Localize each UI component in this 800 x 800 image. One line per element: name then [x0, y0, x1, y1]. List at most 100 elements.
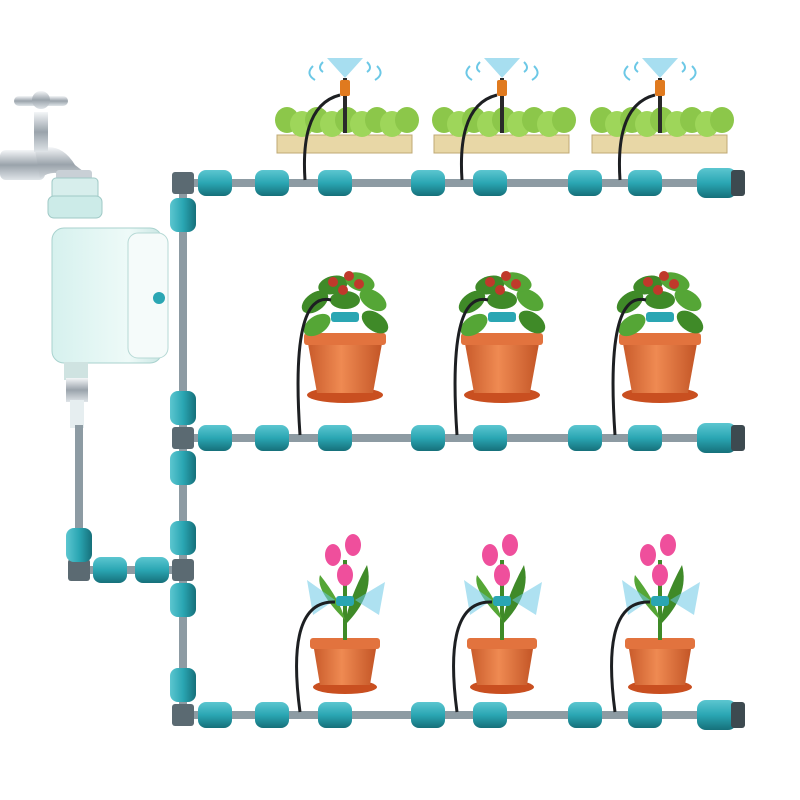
drip-tube: [295, 600, 336, 713]
pipe-connector: [255, 170, 289, 196]
drip-tube: [296, 297, 332, 436]
berry: [344, 271, 354, 281]
planter-tray: [433, 134, 570, 154]
pipe-segment: [79, 566, 183, 574]
end-cap: [697, 423, 737, 453]
pipe-connector: [411, 425, 445, 451]
pipe-connector: [66, 528, 92, 562]
pipe-connector: [170, 668, 196, 702]
pipe-tee: [172, 704, 194, 726]
leaf: [476, 575, 502, 620]
leaf: [645, 291, 675, 309]
timer-button-icon: [153, 292, 165, 304]
drip-stake-icon: [646, 312, 674, 322]
water-spray: [327, 58, 363, 78]
pipe-connector: [568, 170, 602, 196]
leaf: [518, 310, 546, 334]
end-cap-plug: [731, 702, 745, 728]
pipe-tee: [172, 427, 194, 449]
potted-flower: [301, 271, 389, 403]
pipe-connector: [198, 170, 232, 196]
pipe-segment: [183, 711, 740, 719]
lettuce-planter: [432, 58, 576, 154]
drip-tube: [453, 297, 489, 436]
leaf: [359, 288, 387, 312]
pipe-connector: [411, 702, 445, 728]
drip-tube: [459, 93, 498, 181]
pot-rim: [310, 638, 380, 649]
pipe-connector: [473, 170, 507, 196]
water-mist: [307, 580, 385, 615]
lettuce-leaf: [710, 107, 734, 133]
spray-nozzle-icon: [497, 80, 507, 96]
pipe-connector: [170, 451, 196, 485]
pipe-connector: [198, 425, 232, 451]
leaf: [361, 310, 389, 334]
leaf: [676, 310, 704, 334]
planter-tray: [591, 134, 728, 154]
pipe-connector: [411, 170, 445, 196]
pot: [307, 338, 383, 393]
drip-tube: [452, 600, 493, 713]
pipe-connector: [318, 425, 352, 451]
lettuce-planter: [590, 58, 734, 154]
tulip-bloom: [660, 534, 676, 556]
potted-tulip: [464, 534, 542, 694]
tulip-bloom: [482, 544, 498, 566]
potted-flower: [616, 271, 704, 403]
planter-tray: [276, 134, 413, 154]
tulip-bloom: [494, 564, 510, 586]
pipe-connector: [93, 557, 127, 583]
leaf: [460, 313, 488, 337]
tulip-bloom: [502, 534, 518, 556]
pipe-connector: [255, 425, 289, 451]
water-timer: [47, 177, 169, 428]
spray-nozzle-icon: [655, 80, 665, 96]
plant-rows: [275, 58, 734, 713]
pipe-connector: [318, 170, 352, 196]
pot-rim: [304, 333, 386, 345]
pipe-connector: [170, 198, 196, 232]
end-cap-plug: [731, 425, 745, 451]
berry: [511, 279, 521, 289]
pipe-connector: [473, 425, 507, 451]
potted-flower: [458, 271, 546, 403]
leaf: [674, 288, 702, 312]
spray-arc: [465, 61, 539, 81]
drip-tube: [302, 93, 341, 181]
lettuce-planter: [275, 58, 419, 154]
berry: [354, 279, 364, 289]
end-cap-plug: [731, 170, 745, 196]
tulip-bloom: [337, 564, 353, 586]
leaf: [303, 313, 331, 337]
pipe-tee: [68, 559, 90, 581]
pipe-connector: [568, 425, 602, 451]
berry: [669, 279, 679, 289]
pipe-connector: [628, 170, 662, 196]
leaf: [319, 575, 345, 620]
drip-tube: [617, 93, 656, 181]
pipe-connector: [628, 425, 662, 451]
berry: [328, 277, 338, 287]
spray-arc: [308, 61, 382, 81]
pipe-segment: [75, 425, 83, 570]
pipe-tee: [172, 172, 194, 194]
leaf: [345, 565, 369, 625]
mist-sprayer-icon: [651, 596, 669, 606]
end-cap: [697, 700, 737, 730]
lettuce-leaf: [552, 107, 576, 133]
tulip-bloom: [640, 544, 656, 566]
pipe-connector: [318, 702, 352, 728]
berry: [659, 271, 669, 281]
berry: [495, 285, 505, 295]
pot: [313, 643, 377, 685]
pipe-connector: [255, 702, 289, 728]
pot-rim: [625, 638, 695, 649]
pipe-connector: [135, 557, 169, 583]
spray-arc: [623, 61, 697, 81]
pipe-connector: [568, 702, 602, 728]
pot: [628, 643, 692, 685]
stake: [343, 78, 347, 133]
lettuce-leaf: [395, 107, 419, 133]
